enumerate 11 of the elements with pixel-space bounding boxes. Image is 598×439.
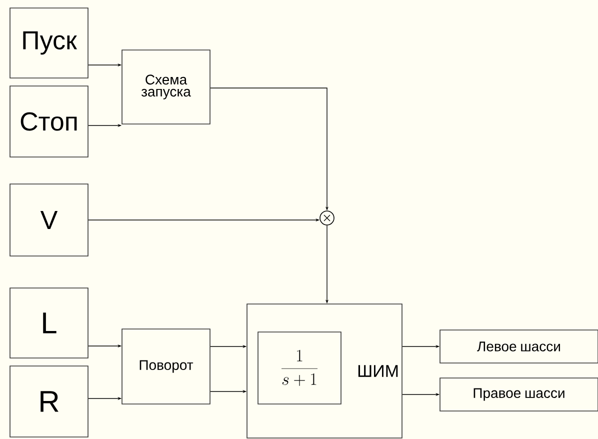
input-box: R [10, 366, 88, 438]
input-box: V [10, 184, 88, 256]
output-box: Правое шасси [440, 378, 598, 412]
transfer-function-box: $\frac{1}{s+1}$ [258, 332, 342, 404]
process-box: Поворот [122, 328, 210, 404]
input-box: L [10, 288, 88, 358]
output-box: Левое шасси [440, 330, 598, 364]
input-box: Стоп [10, 86, 88, 158]
input-box: Пуск [10, 8, 88, 78]
process-box: Схема запуска [122, 50, 210, 124]
multiplier-circle [320, 210, 334, 226]
